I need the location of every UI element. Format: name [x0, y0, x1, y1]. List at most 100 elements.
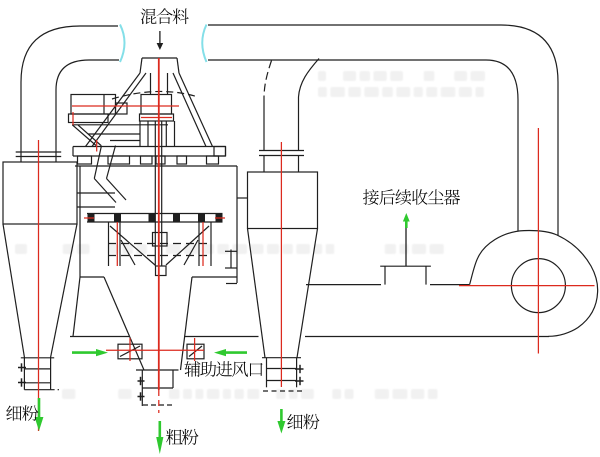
glyph-混 [140, 8, 157, 25]
flow-arrow-fine-powder-right [277, 409, 286, 434]
platform-pad [139, 155, 153, 165]
watermark-blob [108, 244, 119, 254]
watermark-blob [15, 244, 27, 254]
platform-pad [155, 155, 166, 165]
discharge-cone-left [103, 276, 145, 371]
flow-arrow-fine-powder-left [34, 398, 44, 431]
shaft-coupling [151, 231, 168, 247]
motor-box [70, 93, 117, 115]
inlet-transition-right [297, 58, 320, 98]
flow-arrow-head [277, 421, 286, 434]
watermark-blob [76, 244, 90, 254]
flow-arrow-coarse-powder [156, 421, 164, 454]
watermark-blob [282, 244, 293, 254]
watermark-blob [427, 389, 438, 399]
watermark-blob [62, 389, 76, 399]
watermark-blob [373, 71, 387, 81]
watermark-blob [136, 244, 147, 254]
right-cyclone [225, 171, 319, 392]
ring-flange-pad [173, 213, 180, 222]
flow-arrow-air-in-left [72, 349, 108, 357]
ring-flange-pad [148, 213, 156, 222]
flow-arrow-head [34, 417, 44, 431]
glyph-粉 [303, 413, 320, 430]
vane [120, 239, 136, 266]
pipe-break-arc-right [201, 24, 208, 63]
ring-flange-pad [114, 213, 121, 222]
watermark-blob [250, 244, 264, 254]
glyph-细 [6, 405, 22, 421]
glyph-尘 [428, 189, 444, 205]
watermark-blob [296, 244, 310, 254]
inner-chute-right [106, 178, 127, 201]
motor-base-plate [67, 113, 109, 124]
watermark-blob [118, 389, 132, 399]
watermark-blob [411, 244, 427, 254]
a-frame-right-outer [178, 72, 214, 147]
flow-arrow-head [402, 213, 410, 222]
watermark-blob [166, 244, 181, 254]
watermark-blob [183, 389, 192, 399]
watermark-blob [410, 389, 425, 399]
auxiliary-air-inlets [117, 343, 205, 360]
watermark-blob [168, 389, 180, 399]
label-to-dust-collector [362, 189, 461, 205]
glyph-续 [395, 189, 412, 205]
right-cone-left [246, 228, 266, 358]
watermark-blob [195, 389, 204, 399]
motor-coupling [114, 102, 128, 115]
watermark-blob [359, 71, 370, 81]
classifier [67, 57, 238, 406]
watermark-blob [247, 389, 260, 399]
glyph-合 [156, 8, 173, 25]
elbow-inner-line [55, 59, 119, 153]
watermark-blob [470, 71, 485, 81]
glyph-辅 [184, 361, 201, 377]
glyph-进 [216, 361, 233, 377]
a-frame-left-inner [91, 72, 147, 147]
a-frame-right-inner [172, 72, 207, 147]
pipe-break-arc-left [119, 24, 126, 63]
elbow-outer-line [20, 25, 118, 153]
label-auxiliary-air-inlet [184, 361, 263, 377]
outline-line [139, 57, 143, 74]
shaft-foot [154, 265, 167, 277]
left-cyclone [2, 161, 78, 391]
watermark-blob [364, 87, 379, 97]
ring-flange-pad [198, 213, 205, 222]
outline-line [93, 145, 103, 179]
watermark-blob [222, 389, 231, 399]
glyph-接 [362, 189, 379, 205]
outline-line [176, 57, 180, 74]
watermark-blob [429, 244, 444, 254]
watermark-blob [426, 87, 438, 97]
fan-scroll [469, 229, 599, 337]
a-frame-left-outer [85, 72, 141, 147]
flow-arrow-air-in-right [214, 349, 247, 357]
label-fine-powder-right [287, 413, 320, 430]
watermark-layer [15, 71, 485, 399]
watermark-blob [217, 244, 229, 254]
watermark-blob [396, 87, 411, 97]
watermark-blob [440, 87, 456, 97]
right-cyclone-body [246, 171, 319, 230]
flow-arrow-to-dust-collector [402, 213, 410, 228]
left-cone-right [49, 223, 78, 358]
glyph-粗 [166, 428, 183, 445]
watermark-blob [343, 71, 357, 81]
feed-arrow [156, 31, 164, 50]
watermark-blob [423, 71, 435, 81]
flow-arrow-head [156, 437, 164, 454]
glyph-风 [232, 361, 248, 377]
glyph-料 [172, 8, 189, 25]
brace-outer [72, 124, 97, 146]
watermark-blob [390, 71, 404, 81]
label-feed-material [140, 8, 189, 25]
watermark-blob [382, 87, 393, 97]
watermark-blob [313, 244, 323, 254]
aux-inlet-box-right [186, 343, 205, 360]
flow-arrow-head [96, 349, 108, 357]
hidden-cone-arc [111, 90, 199, 100]
